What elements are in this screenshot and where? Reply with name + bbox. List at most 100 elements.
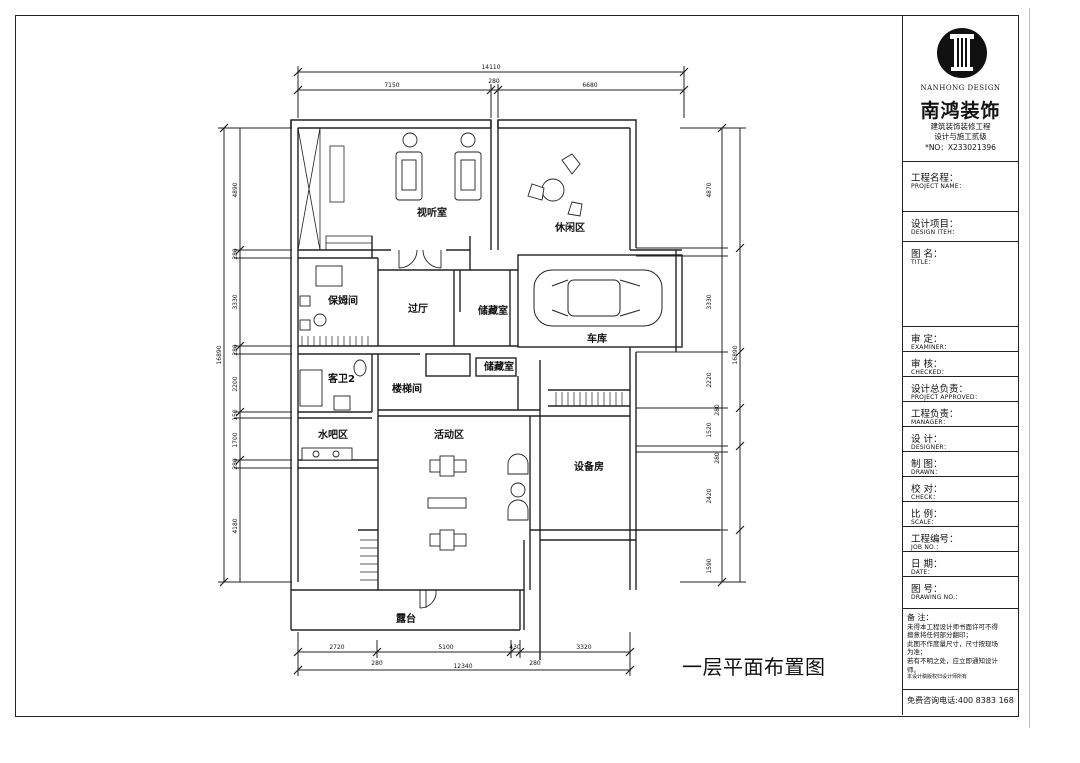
notes-title: 备 注： (907, 613, 934, 622)
field-design-item: 设计项目： DESIGN ITEH： (903, 211, 1018, 242)
field-label: 图 名： (911, 249, 943, 260)
field-label: 审 定： (911, 334, 943, 345)
dim-bottom-s1: 280 (371, 660, 383, 667)
field-check: 校 对： CHECK： (903, 476, 1018, 502)
field-examiner: 审 定： EXAMINER： (903, 326, 1018, 352)
room-activity-area: 活动区 (434, 428, 464, 441)
dim-left-4: 280 (232, 344, 239, 356)
note-line: 师。 (907, 665, 920, 674)
field-label-en: DATE： (911, 569, 934, 576)
dim-left-1: 4890 (232, 182, 239, 197)
field-date: 日 期： DATE： (903, 551, 1018, 577)
room-av-room: 视听室 (417, 206, 447, 219)
field-label: 日 期： (911, 559, 943, 570)
field-label-en: MANAGER： (911, 419, 949, 426)
title-block: NANHONG DESIGN 南鸿装饰 建筑装饰装修工程 设计与施工贰级 *NO… (902, 16, 1018, 715)
room-hall: 过厅 (408, 302, 428, 315)
room-storage-1: 储藏室 (477, 304, 508, 317)
field-label: 设计总负责： (911, 384, 969, 395)
field-label: 工程负责： (911, 409, 959, 420)
dim-left-6: 150 (232, 409, 239, 421)
copyright-note: 本设计稿版权归设计师所有 (907, 674, 968, 681)
consult-phone: 免费咨询电话:400 8383 168 (907, 696, 1014, 705)
field-label: 校 对： (911, 484, 943, 495)
field-project-name: 工程名程： PROJECT NAME： (903, 161, 1018, 212)
dim-left-3: 3330 (232, 294, 239, 309)
field-label-en: DRAWING NO.： (911, 594, 962, 601)
field-label-en: TITLE： (911, 259, 935, 266)
field-label-en: CHECK： (911, 494, 939, 501)
dim-left-5: 2200 (232, 376, 239, 391)
field-label-en: EXAMINER： (911, 344, 951, 351)
license-number: *NO：X233021396 (925, 143, 996, 152)
field-label-en: DESIGNER： (911, 444, 950, 451)
dim-left-9: 4180 (232, 518, 239, 533)
dim-top-total: 14110 (481, 64, 500, 71)
note-line: 未得本工程设计师书面许可不得 (907, 622, 998, 631)
room-storage-2: 储藏室 (483, 360, 514, 373)
field-drawing-no: 图 号： DRAWING NO.： (903, 576, 1018, 609)
field-job-no: 工程编号： JOB NO.： (903, 526, 1018, 552)
dim-right-5: 1520 (706, 422, 713, 437)
field-label-en: DRAWN： (911, 469, 941, 476)
brand-subtitle-1: 建筑装饰装修工程 (930, 122, 991, 131)
field-label: 设计项目： (911, 219, 959, 230)
dim-right-8: 1590 (706, 558, 713, 573)
field-label: 设 计： (911, 434, 943, 445)
dim-top-right: 6680 (582, 82, 597, 89)
field-label-en: CHECKED： (911, 369, 948, 376)
brand-english: NANHONG DESIGN (920, 84, 1001, 92)
note-line: 此图不作度量尺寸，尺寸按现场 (907, 639, 998, 648)
dim-left-7: 1700 (232, 432, 239, 447)
room-bar-area: 水吧区 (317, 428, 348, 441)
dim-top-left: 7150 (384, 82, 399, 89)
dim-top-mid: 280 (488, 78, 500, 85)
dim-right-2: 3330 (706, 294, 713, 309)
field-project-approved: 设计总负责： PROJECT APPROVED： (903, 376, 1018, 402)
field-label: 制 图： (911, 459, 943, 470)
dim-right-4: 280 (714, 404, 721, 416)
field-scale: 比 例： SCALE： (903, 501, 1018, 527)
room-nanny-room: 保姆间 (327, 294, 358, 307)
room-leisure-area: 休闲区 (554, 221, 585, 234)
dim-left-2: 280 (232, 248, 239, 260)
frame-edge-line (1029, 8, 1030, 728)
dim-right-total: 16890 (732, 345, 739, 364)
field-label-en: PROJECT NAME： (911, 183, 965, 190)
field-label-en: JOB NO.： (911, 544, 942, 551)
dim-bottom-2: 5100 (438, 644, 453, 651)
field-manager: 工程负责： MANAGER： (903, 401, 1018, 427)
dim-right-3: 2220 (706, 372, 713, 387)
dim-bottom-1: 2720 (329, 644, 344, 651)
room-equipment-room: 设备房 (574, 460, 604, 473)
field-label-en: DESIGN ITEH： (911, 229, 959, 236)
brand-subtitle-2: 设计与施工贰级 (934, 132, 987, 141)
floor-plan: 视听室 休闲区 保姆间 过厅 储藏室 储藏室 车库 客卫2 楼梯间 水吧区 活动… (216, 64, 746, 676)
field-checked: 审 核： CHECKED： (903, 351, 1018, 377)
phone-divider (903, 689, 1018, 690)
column-logo-icon (937, 28, 987, 78)
brand-chinese: 南鸿装饰 (920, 100, 1001, 122)
field-label: 工程编号： (911, 534, 959, 545)
note-line: 擅意将任何部分翻印； (907, 631, 972, 640)
dim-right-7: 2420 (706, 488, 713, 503)
field-label: 工程名程： (911, 173, 959, 184)
dim-bottom-3: 430 (509, 644, 521, 651)
field-label: 比 例： (911, 509, 943, 520)
field-title: 图 名： TITLE： (903, 241, 1018, 327)
field-drawn: 制 图： DRAWN： (903, 451, 1018, 477)
dim-left-8: 280 (232, 458, 239, 470)
dim-right-1: 4870 (706, 182, 713, 197)
notes-block: 备 注： 未得本工程设计师书面许可不得 擅意将任何部分翻印； 此图不作度量尺寸，… (907, 613, 1015, 681)
dim-bottom-total: 12340 (453, 663, 472, 670)
room-garage: 车库 (587, 332, 607, 345)
note-line: 若有不明之处，应立即通知设计 (907, 656, 998, 665)
room-guest-bath: 客卫2 (327, 372, 355, 385)
field-label-en: PROJECT APPROVED： (911, 394, 981, 401)
room-terrace: 露台 (396, 612, 416, 625)
field-label-en: SCALE： (911, 519, 938, 526)
field-label: 图 号： (911, 584, 943, 595)
field-designer: 设 计： DESIGNER： (903, 426, 1018, 452)
dim-left-total: 16890 (216, 345, 223, 364)
drawing-title: 一层平面布置图 (682, 655, 826, 679)
